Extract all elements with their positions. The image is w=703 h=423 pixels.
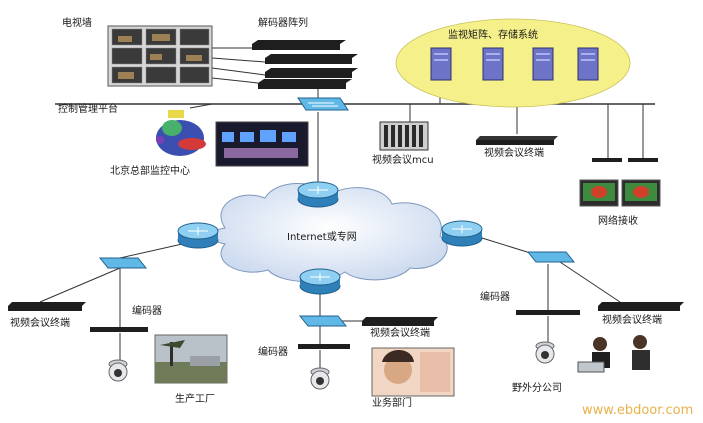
label-internet: Internet或专网 [287,232,357,243]
label-vc-terminal-mid: 视频会议终端 [370,328,430,339]
tv-wall [107,25,213,87]
label-decoder-array: 解码器阵列 [258,18,308,29]
routers [177,181,483,295]
decoder-array [252,40,358,89]
vc-terminals-bottom [8,302,684,326]
top-switch [297,97,349,111]
label-tv-wall: 电视墙 [62,18,92,29]
edge-switches [98,251,576,327]
label-factory: 生产工厂 [175,394,215,405]
network-receive-devices [579,158,661,207]
label-storage-system: 监视矩阵、存储系统 [448,30,538,41]
cameras [108,341,555,390]
branch-photo [574,330,662,376]
label-branch-office: 野外分公司 [512,383,562,394]
internet-cloud [211,183,448,282]
label-control-platform: 控制管理平台 [58,104,118,115]
watermark: www.ebdoor.com [582,403,694,418]
label-vc-terminal-left: 视频会议终端 [10,318,70,329]
vc-terminal-top [476,136,558,145]
control-platform-graphic [156,110,309,167]
factory-photo [154,334,228,384]
label-business-dept: 业务部门 [372,398,412,409]
encoders [90,310,580,349]
business-photo [371,347,455,397]
label-network-receive: 网络接收 [598,216,638,227]
label-vc-mcu: 视频会议mcu [372,155,434,166]
label-encoder-right: 编码器 [480,292,510,303]
label-vc-terminal-right: 视频会议终端 [602,315,662,326]
label-encoder-mid: 编码器 [258,347,288,358]
storage-servers [430,47,599,81]
label-encoder-left: 编码器 [132,306,162,317]
vc-mcu-device [379,121,429,151]
label-hq-command: 北京总部监控中心 [110,166,190,177]
storage-ellipse [395,18,631,108]
label-vc-terminal-top: 视频会议终端 [484,148,544,159]
